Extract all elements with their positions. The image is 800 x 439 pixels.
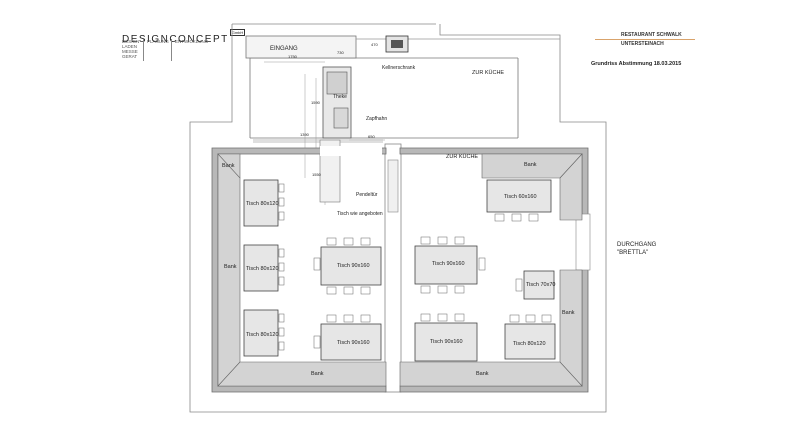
bench-label-right: Bank bbox=[562, 310, 575, 316]
plan-title: Grundriss Abstimmung 18.03.2015 bbox=[591, 61, 682, 67]
table-label: Tisch 90x160 bbox=[430, 339, 463, 345]
table-label: Tisch 80x120 bbox=[513, 341, 546, 347]
bench-bottom-left bbox=[217, 361, 387, 387]
brand-column-planung: PLANUNG bbox=[147, 39, 169, 44]
table-90x160-center-right-top[interactable] bbox=[414, 236, 486, 294]
bench-label-top-left: Bank bbox=[222, 163, 235, 169]
table-label: Tisch 70x70 bbox=[526, 282, 555, 288]
project-location: UNTERSTEINACH bbox=[621, 41, 664, 47]
table-label: Tisch 90x160 bbox=[432, 261, 465, 267]
dimension-label: 470 bbox=[371, 42, 378, 47]
tap-unit bbox=[333, 107, 349, 129]
room-label-to-kitchen-top: ZUR KÜCHE bbox=[472, 69, 504, 76]
brand-column-design: DESIGN LADEN MESSE GERAT bbox=[122, 39, 139, 59]
brand-column-item: ENTWICKLUNG bbox=[175, 39, 209, 44]
brand-badge: GmbH bbox=[229, 29, 246, 36]
tables bbox=[243, 179, 556, 362]
room-label-tap: Zapfhahn bbox=[366, 116, 387, 122]
table-90x160-center-left-bottom[interactable] bbox=[313, 314, 382, 361]
table-90x160-center-left-top[interactable] bbox=[313, 237, 382, 295]
brand-column-item: GERAT bbox=[122, 54, 138, 59]
center-divider-post bbox=[387, 159, 399, 213]
room-label-waiter-cabinet: Kellnerschrank bbox=[382, 65, 416, 71]
building-outline bbox=[189, 24, 607, 413]
brand-divider bbox=[143, 39, 144, 61]
swing-door-gap bbox=[320, 146, 382, 156]
table-90x160-center-right-bottom[interactable] bbox=[414, 313, 478, 362]
table-80x120-left-bottom[interactable] bbox=[243, 309, 285, 357]
table-label: Tisch 80x120 bbox=[246, 332, 279, 338]
table-80x120-left-top[interactable] bbox=[243, 179, 285, 227]
passage-label: DURCHGANG bbox=[617, 242, 657, 248]
table-80x120-right-bottom[interactable] bbox=[504, 314, 556, 360]
project-name: RESTAURANT SCHWALK bbox=[621, 32, 682, 38]
table-label: Tisch 90x160 bbox=[337, 263, 370, 269]
brand-logo: DESIGNCONCEPTGmbH DESIGN LADEN MESSE GER… bbox=[122, 29, 246, 61]
table-label: Tisch 80x120 bbox=[246, 201, 279, 207]
bench-left bbox=[217, 153, 241, 387]
room-label-to-kitchen-mid: ZUR KÜCHE bbox=[446, 153, 478, 160]
room-label-swing-door: Pendeltür bbox=[356, 192, 378, 198]
brand-columns: DESIGN LADEN MESSE GERAT PLANUNG ENTWICK… bbox=[122, 39, 212, 61]
dimension-label: 730 bbox=[337, 50, 344, 55]
brand-column-item: DESIGN bbox=[122, 39, 140, 44]
brand-column-entwicklung: ENTWICKLUNG bbox=[175, 39, 208, 44]
dimension-label: 1590 bbox=[311, 100, 321, 105]
passage-gap bbox=[575, 213, 591, 271]
table-70x70-right-mid[interactable] bbox=[515, 270, 555, 300]
bench-label-bottom-right: Bank bbox=[476, 371, 489, 377]
table-label: Tisch 60x160 bbox=[504, 194, 537, 200]
note-table-as-offered: Tisch wie angeboten bbox=[337, 211, 383, 217]
brand-column-item: MESSE bbox=[122, 49, 138, 54]
brand-column-item: LADEN bbox=[122, 44, 138, 49]
table-label: Tisch 80x120 bbox=[246, 266, 279, 272]
bench-right-upper bbox=[559, 153, 583, 221]
bench-label-top-right: Bank bbox=[524, 162, 537, 168]
title-rule bbox=[595, 39, 695, 40]
brand-name: DESIGNCONCEPT bbox=[122, 34, 229, 45]
bench-label-bottom-left: Bank bbox=[311, 371, 324, 377]
table-80x120-left-mid[interactable] bbox=[243, 244, 285, 292]
bench-bottom-right bbox=[399, 361, 583, 387]
dimension-label: 650 bbox=[368, 134, 375, 139]
brand-divider bbox=[171, 39, 172, 61]
bar-counter-inner bbox=[326, 71, 348, 95]
room-label-counter: Theke bbox=[333, 94, 347, 100]
brand-column-item: PLANUNG bbox=[147, 39, 169, 44]
dimension-label: 1750 bbox=[288, 54, 298, 59]
table-60x160-right-top[interactable] bbox=[486, 179, 552, 222]
room-label-entrance: EINGANG bbox=[270, 46, 298, 52]
dimension-label: 1390 bbox=[300, 132, 310, 137]
waiter-cabinet-inner bbox=[391, 40, 403, 48]
passage-name: "BRETTLA" bbox=[617, 250, 648, 256]
upper-room-walls bbox=[245, 35, 560, 143]
dimension-label: 1550 bbox=[312, 172, 322, 177]
bench-label-left: Bank bbox=[224, 264, 237, 270]
table-label: Tisch 90x160 bbox=[337, 340, 370, 346]
